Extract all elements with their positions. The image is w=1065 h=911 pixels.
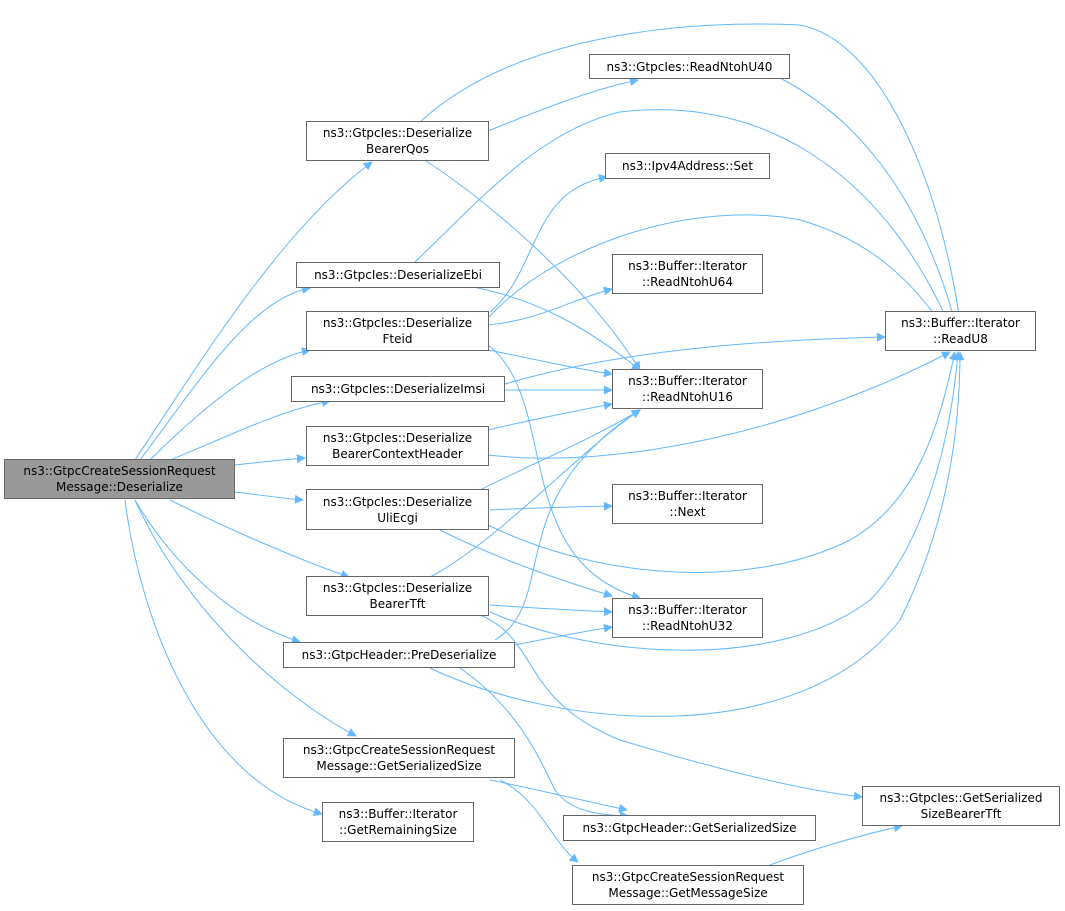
node-deserialize-imsi[interactable]: ns3::GtpcIes::DeserializeImsi [291,376,505,402]
edge-ebi-u16 [472,286,641,371]
edge-pre-u16 [494,409,641,641]
edge-uli-next [489,501,613,511]
node-label-line: ns3::GtpcIes::ReadNtohU40 [606,59,773,74]
node-label-line: ns3::GtpcIes::GetSerialized [879,791,1043,805]
node-pre-deserialize[interactable]: ns3::GtpcHeader::PreDeserialize [283,642,515,668]
edge-uli-readu8 [487,351,958,573]
node-label-line: ::ReadU8 [933,332,988,346]
node-label-line: ::ReadNtohU16 [642,390,733,404]
node-deserialize-ebi[interactable]: ns3::GtpcIes::DeserializeEbi [296,262,500,288]
edge-msgsize-getsizetft [769,823,903,866]
node-label-line: ns3::GtpcCreateSessionRequest [302,743,496,757]
node-read-ntoh-u40[interactable]: ns3::GtpcIes::ReadNtohU40 [589,54,790,79]
node-read-ntoh-u64[interactable]: ns3::Buffer::Iterator ::ReadNtohU64 [612,254,763,294]
node-label-line: ::ReadNtohU64 [642,275,733,289]
node-label-line: ns3::GtpcIes::Deserialize [322,494,473,509]
edge-root-bearertft [169,499,350,579]
node-label-line: ns3::Buffer::Iterator [901,316,1020,330]
edge-fteid-u16 [487,349,613,378]
node-get-serialized-size-message[interactable]: ns3::GtpcCreateSessionRequest Message::G… [283,738,515,778]
node-label-line: BearerTft [369,597,426,611]
node-read-ntoh-u32[interactable]: ns3::Buffer::Iterator ::ReadNtohU32 [612,598,763,638]
node-deserialize-bearer-qos[interactable]: ns3::GtpcIes::Deserialize BearerQos [306,121,489,161]
edge-root-bch [234,454,306,466]
node-label-line: ns3::Buffer::Iterator [338,807,458,821]
edge-tft-u32 [489,604,613,617]
node-get-message-size[interactable]: ns3::GtpcCreateSessionRequest Message::G… [572,865,804,905]
edge-root-ebi [139,285,311,461]
edge-root-fteid [149,347,311,461]
edge-gss-msgsize [499,779,579,863]
node-label-line: Fteid [382,332,413,346]
node-label-line: ns3::GtpcHeader::GetSerializedSize [582,821,797,835]
edge-bch-readu8 [487,351,951,459]
node-label-line: ns3::GtpcIes::Deserialize [322,581,473,595]
node-label-line: ns3::GtpcCreateSessionRequest [591,870,785,884]
edge-pre-readu8 [429,351,965,717]
node-label-line: ns3::GtpcIes::Deserialize [322,431,473,445]
node-label-line: ns3::Buffer::Iterator [628,374,747,388]
node-label-line: Message::Deserialize [56,480,183,494]
edge-root-remainingsize [124,499,323,817]
edge-bqos-u16 [424,159,641,371]
node-label-line: ns3::GtpcIes::Deserialize [322,316,473,330]
node-label-line: ns3::GtpcIes::Deserialize [322,126,473,140]
edge-pre-u32 [514,623,613,646]
node-gtpc-create-session-request-deserialize: ns3::GtpcCreateSessionRequest Message::D… [4,459,235,499]
edge-root-uliecgi [234,491,304,504]
node-read-ntoh-u16[interactable]: ns3::Buffer::Iterator ::ReadNtohU16 [612,369,763,409]
edge-root-predeserialize [134,499,301,644]
node-deserialize-bearer-tft[interactable]: ns3::GtpcIes::Deserialize BearerTft [306,576,489,616]
edge-uli-u32 [439,529,613,598]
node-ipv4-address-set[interactable]: ns3::Ipv4Address::Set [605,153,770,179]
node-label-line: ns3::Buffer::Iterator [628,489,747,503]
node-label-line: UliEcgi [377,510,418,525]
node-get-remaining-size[interactable]: ns3::Buffer::Iterator ::GetRemainingSize [322,802,474,842]
node-deserialize-fteid[interactable]: ns3::GtpcIes::Deserialize Fteid [306,311,489,351]
edge-root-getserializedsize [134,499,357,737]
edge-fteid-u64 [487,286,613,326]
node-label-line: ns3::Buffer::Iterator [628,259,747,273]
node-label-line: ns3::GtpcIes::DeserializeEbi [314,268,482,282]
node-read-u8[interactable]: ns3::Buffer::Iterator ::ReadU8 [885,311,1036,351]
edge-tft-readu8 [489,351,962,651]
node-label-line: ::Next [669,505,706,519]
node-label-line: Message::GetMessageSize [608,886,768,900]
edge-root-imsi [169,398,331,461]
edge-pre-headersize [459,667,629,821]
edge-imsi-readu8 [504,332,886,385]
node-label-line: ::ReadNtohU32 [642,619,733,633]
node-label-line: ::GetRemainingSize [339,823,457,837]
node-label-line: ns3::GtpcCreateSessionRequest [23,464,216,478]
node-deserialize-uli-ecgi[interactable]: ns3::GtpcIes::Deserialize UliEcgi [306,489,489,530]
node-deserialize-bearer-context-header[interactable]: ns3::GtpcIes::Deserialize BearerContextH… [306,426,489,466]
node-get-serialized-size-bearer-tft[interactable]: ns3::GtpcIes::GetSerialized SizeBearerTf… [862,786,1060,826]
node-label-line: SizeBearerTft [920,807,1002,821]
edge-fteid-u32 [487,344,641,601]
edge-uli-u16 [479,409,641,491]
edge-bqos-u40 [487,77,639,132]
edge-bqos-readu8 [419,23,964,323]
edge-bch-u16 [487,401,613,431]
node-label-line: BearerQos [366,142,429,156]
edge-u40-readu8 [779,77,958,323]
node-label-line: ns3::GtpcHeader::PreDeserialize [301,648,497,662]
node-label-line: ns3::GtpcIes::DeserializeImsi [310,382,486,396]
node-label-line: BearerContextHeader [332,447,463,461]
edge-fteid-ipv4 [489,173,608,313]
edge-ebi-readu8 [414,109,949,323]
edge-root-bearerqos [134,161,373,461]
node-next[interactable]: ns3::Buffer::Iterator ::Next [612,484,763,524]
node-label-line: Message::GetSerializedSize [316,759,482,773]
node-gtpc-header-get-serialized-size[interactable]: ns3::GtpcHeader::GetSerializedSize [563,815,816,841]
node-label-line: ns3::Buffer::Iterator [628,603,747,617]
edge-tft-u16 [429,409,641,578]
node-label-line: ns3::Ipv4Address::Set [621,159,754,173]
edge-tft-getsizetft [479,614,863,801]
edge-gss-headersize [489,779,628,813]
edge-fteid-readu8 [487,214,941,323]
